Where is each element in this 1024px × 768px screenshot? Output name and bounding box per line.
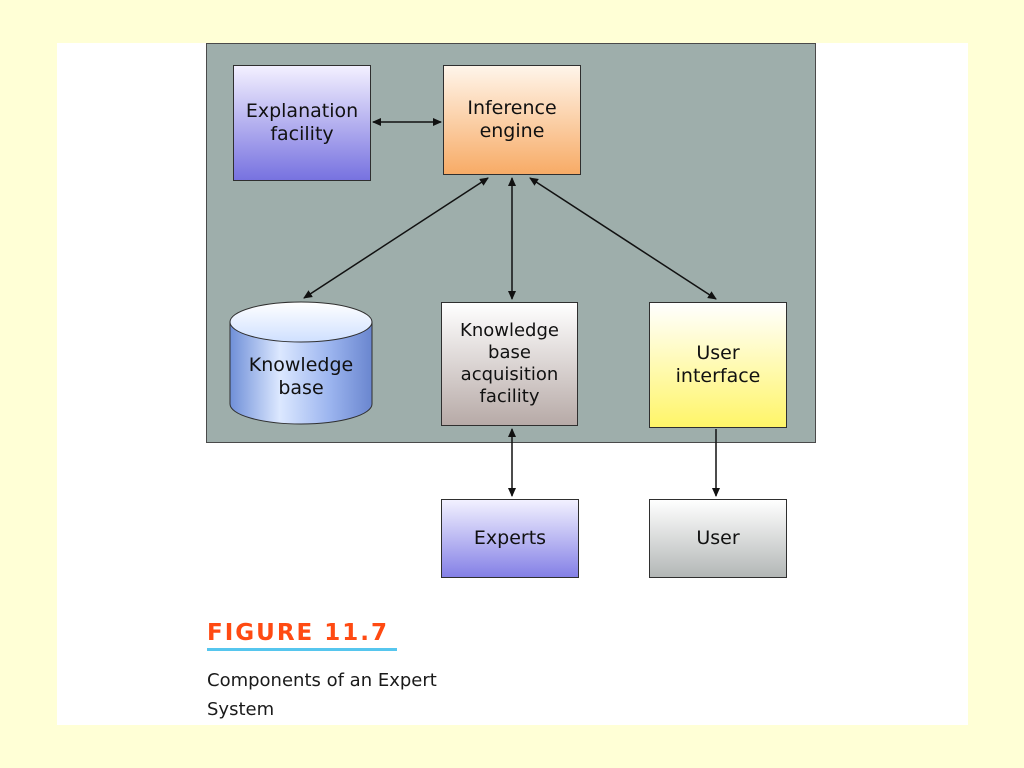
inference-engine-label: Inference engine (467, 97, 557, 142)
knowledge-base-node: Knowledge base (229, 301, 373, 425)
knowledge-base-label: Knowledge base (248, 354, 354, 399)
user-interface-box: User interface (649, 302, 787, 428)
knowledge-acquisition-facility-label: Knowledge base acquisition facility (460, 320, 559, 407)
explanation-facility-box: Explanation facility (233, 65, 371, 181)
connector-inference-knowledge-base (303, 177, 489, 299)
user-box: User (649, 499, 787, 578)
figure-caption: Components of an Expert System (207, 670, 437, 720)
connector-inference-user-interface (529, 177, 717, 300)
knowledge-acquisition-facility-box: Knowledge base acquisition facility (441, 302, 578, 426)
experts-box: Experts (441, 499, 579, 578)
inference-engine-box: Inference engine (443, 65, 581, 175)
figure-number: FIGURE 11.7 (207, 620, 390, 646)
user-label: User (696, 527, 740, 549)
experts-label: Experts (473, 527, 547, 549)
figure-underline (207, 648, 397, 651)
explanation-facility-label: Explanation facility (245, 100, 359, 145)
user-interface-label: User interface (675, 342, 761, 387)
knowledge-base-cylinder-icon (229, 301, 373, 425)
